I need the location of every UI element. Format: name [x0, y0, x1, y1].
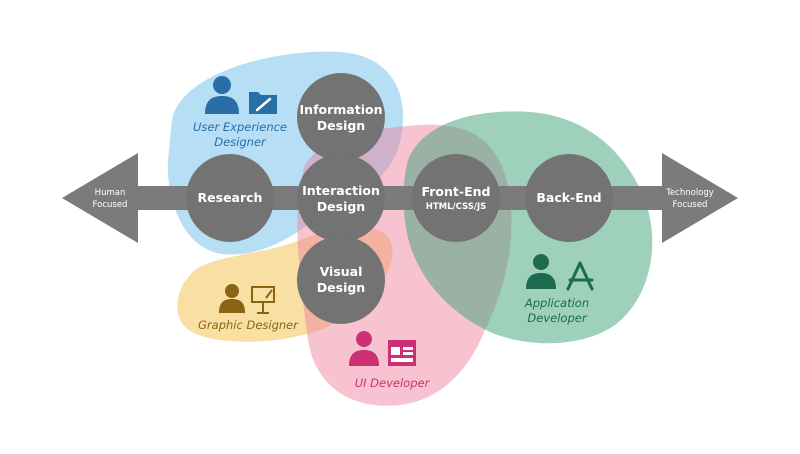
axis-left-line1: Human	[95, 188, 126, 198]
folder-pencil-icon	[249, 92, 277, 114]
node-label: Design	[317, 199, 365, 214]
role-graphic-designer: Graphic Designer	[198, 284, 299, 332]
node-circle	[297, 154, 385, 242]
role-title: Graphic Designer	[198, 318, 299, 332]
node-label: Front-End	[422, 184, 491, 199]
role-title-line2: Developer	[527, 311, 587, 325]
developer-icon	[349, 331, 379, 366]
node-label: Design	[317, 280, 365, 295]
arrow-head-left	[62, 153, 138, 243]
node-label: Back-End	[536, 190, 601, 205]
axis-right-line1: Technology	[665, 188, 714, 198]
node-label: Visual	[320, 264, 363, 279]
arrow-head-right	[662, 153, 738, 243]
node-circle	[297, 73, 385, 161]
role-title-line1: User Experience	[193, 120, 287, 134]
role-ux-designer: User Experience Designer	[193, 76, 287, 149]
role-title: UI Developer	[355, 376, 431, 390]
node-circle	[525, 154, 613, 242]
role-title-line2: Designer	[214, 135, 267, 149]
node-interaction-design: Interaction Design	[297, 154, 385, 242]
node-circle	[297, 236, 385, 324]
axis-left-line2: Focused	[93, 200, 128, 210]
node-label: Information	[300, 102, 383, 117]
app-store-icon	[566, 261, 594, 291]
node-label: Design	[317, 118, 365, 133]
node-front-end: Front-End HTML/CSS/JS	[412, 154, 500, 242]
browser-window-icon	[388, 340, 416, 366]
node-visual-design: Visual Design	[297, 236, 385, 324]
node-research: Research	[186, 154, 274, 242]
node-information-design: Information Design	[297, 73, 385, 161]
node-circle	[186, 154, 274, 242]
axis-right-line2: Focused	[673, 200, 708, 210]
designer-icon	[219, 284, 245, 313]
role-title-line1: Application	[524, 296, 589, 310]
role-application-developer: Application Developer	[524, 254, 594, 325]
designer-icon	[205, 76, 239, 114]
node-circle	[412, 154, 500, 242]
node-label: Interaction	[302, 183, 380, 198]
role-ui-developer: UI Developer	[349, 331, 431, 390]
node-back-end: Back-End	[525, 154, 613, 242]
developer-icon	[526, 254, 556, 289]
node-label: Research	[198, 190, 263, 205]
easel-icon	[251, 286, 275, 314]
node-sublabel: HTML/CSS/JS	[426, 202, 487, 212]
